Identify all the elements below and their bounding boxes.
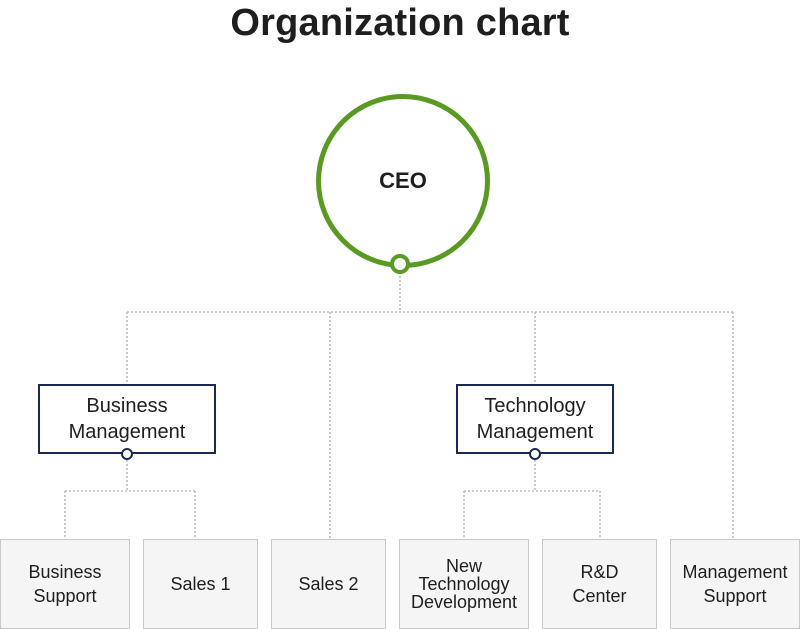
rd-center-label-line2: Center [572,586,627,606]
technology-management-label-line1: Technology [484,395,586,417]
business-management-node[interactable]: Business Management [38,384,216,454]
ceo-label: CEO [379,168,427,193]
sales-2-label: Sales 2 [298,574,359,594]
sales-2-node[interactable]: Sales 2 [271,539,386,629]
ceo-node[interactable]: CEO [316,94,490,268]
business-support-label-line2: Support [33,586,97,606]
new-technology-development-label-line2: Technology [418,574,510,594]
new-technology-development-node[interactable]: New Technology Development [399,539,529,629]
ceo-connector-handle [390,254,410,274]
new-technology-development-label-line1: New [445,556,482,576]
management-support-node[interactable]: Management Support [670,539,800,629]
business-management-label-line2: Management [68,421,186,443]
management-support-label-line2: Support [703,586,767,606]
technology-management-label-line2: Management [476,421,594,443]
technology-management-node[interactable]: Technology Management [456,384,614,454]
sales-1-node[interactable]: Sales 1 [143,539,258,629]
page-title: Organization chart [230,2,570,44]
technology-management-connector-handle [529,448,541,460]
business-support-node[interactable]: Business Support [0,539,130,629]
management-support-label-line1: Management [682,562,788,582]
business-management-label-line1: Business [86,395,168,417]
sales-1-label: Sales 1 [170,574,231,594]
new-technology-development-label-line3: Development [410,592,518,612]
business-management-connector-handle [121,448,133,460]
rd-center-node[interactable]: R&D Center [542,539,657,629]
rd-center-label-line1: R&D [580,562,619,582]
business-support-label-line1: Business [28,562,102,582]
